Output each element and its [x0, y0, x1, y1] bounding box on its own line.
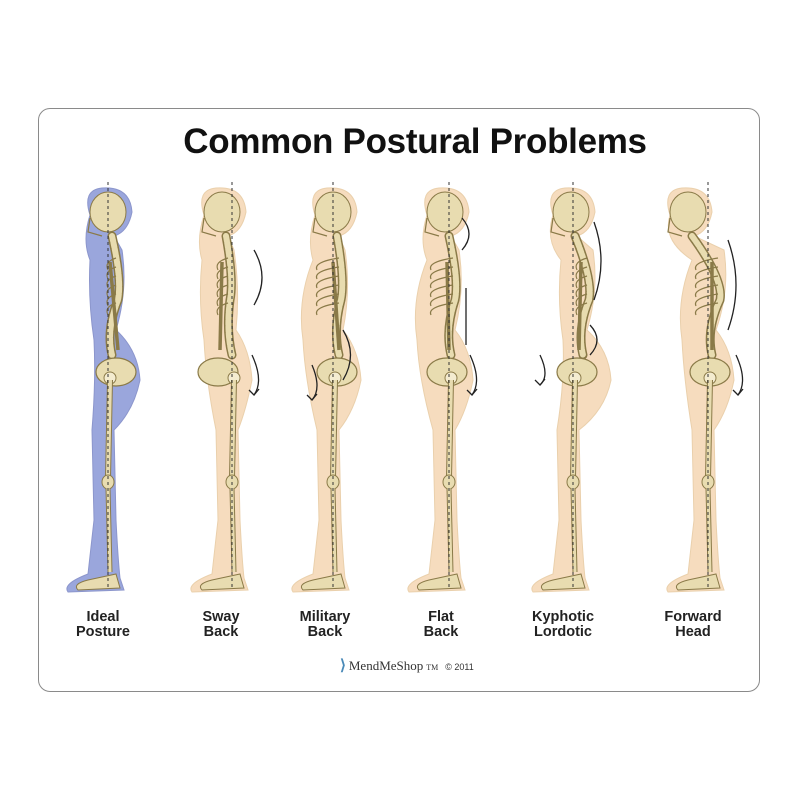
rib: [575, 275, 588, 289]
figure-forward: [666, 182, 744, 593]
trademark: TM: [426, 663, 439, 672]
rib: [694, 293, 719, 307]
rib: [216, 302, 229, 316]
label-ideal-posture: Ideal Posture: [76, 609, 130, 640]
femur: [706, 379, 712, 479]
foot: [416, 573, 462, 591]
rib: [575, 302, 588, 316]
skull: [552, 191, 590, 233]
rib: [694, 275, 719, 289]
arrow-head-icon: [248, 388, 260, 396]
arm: [445, 261, 451, 351]
curvature-arc: [589, 324, 598, 356]
pelvis: [95, 357, 137, 387]
foot: [675, 573, 721, 591]
figure-military: [291, 182, 362, 593]
arrow-head-icon: [732, 388, 744, 396]
curvature-arc: [727, 239, 737, 331]
foot: [75, 573, 121, 591]
jaw: [550, 217, 566, 237]
brand-name: MendMeShop: [348, 658, 424, 673]
jaw: [312, 217, 328, 237]
skull: [426, 191, 464, 233]
label-sway-back: Sway Back: [202, 609, 240, 640]
body-silhouette: [190, 187, 253, 593]
body-silhouette: [291, 187, 362, 593]
rib: [575, 257, 588, 271]
label-flat-back: Flat Back: [423, 609, 459, 640]
arrow-head-icon: [466, 388, 478, 396]
femur: [230, 379, 236, 479]
rib: [216, 293, 229, 307]
femur: [447, 379, 453, 479]
skull: [203, 191, 241, 233]
curvature-arc: [461, 217, 470, 251]
jaw: [87, 217, 103, 237]
spine: [107, 233, 123, 358]
rib: [315, 257, 340, 271]
rib: [216, 266, 229, 280]
spine: [572, 233, 593, 358]
rib: [694, 257, 719, 271]
rib: [429, 257, 454, 271]
femur: [106, 379, 112, 479]
label-forward-head: Forward Head: [664, 609, 722, 640]
foot: [300, 573, 346, 591]
rib: [575, 293, 588, 307]
brand-logo-icon: ⟩: [340, 658, 346, 674]
curvature-arc: [593, 221, 602, 301]
body-silhouette: [66, 187, 141, 593]
label-kyphotic-lordotic: Kyphotic Lordotic: [531, 609, 595, 640]
arm: [108, 261, 120, 351]
rib: [694, 284, 719, 298]
curvature-arc: [253, 249, 263, 306]
label-military-back: Military Back: [299, 609, 351, 640]
figure-kyphotic: [531, 182, 612, 593]
arm: [218, 261, 224, 351]
foot: [540, 573, 586, 591]
diagram-title: Common Postural Problems: [183, 122, 647, 161]
rib: [575, 284, 588, 298]
rib: [216, 275, 229, 289]
rib: [694, 302, 719, 316]
body-silhouette: [531, 187, 612, 593]
spine: [223, 233, 235, 358]
rib: [694, 266, 719, 280]
curvature-arc: [342, 329, 352, 381]
figure-ideal: [66, 182, 141, 593]
skull: [669, 191, 707, 233]
femur: [331, 379, 337, 479]
jaw: [424, 217, 440, 237]
jaw: [667, 217, 683, 237]
jaw: [201, 217, 217, 237]
rotation-arrow: [735, 354, 744, 396]
arm: [331, 261, 341, 351]
femur: [571, 379, 577, 479]
foot: [199, 573, 245, 591]
rotation-arrow: [251, 354, 260, 396]
rib: [216, 257, 229, 271]
rib: [216, 284, 229, 298]
figure-sway: [190, 182, 263, 593]
arrow-head-icon: [306, 393, 318, 401]
arrow-head-icon: [534, 378, 546, 386]
arm: [577, 261, 583, 351]
figure-flat: [407, 182, 478, 593]
rib: [575, 266, 588, 280]
poster-card: [38, 108, 760, 692]
copyright: © 2011: [445, 662, 474, 672]
